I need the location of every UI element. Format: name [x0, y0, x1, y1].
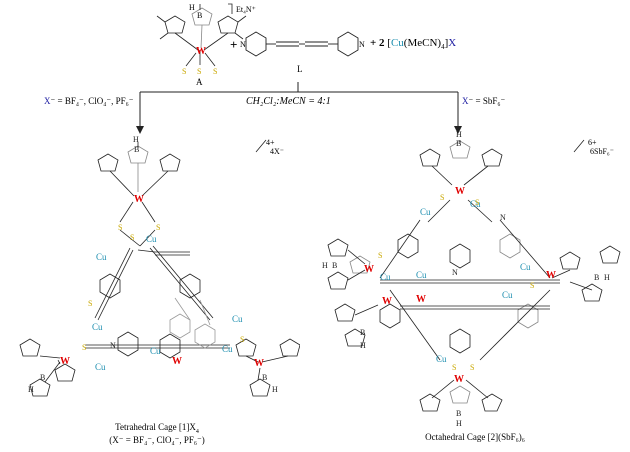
- atom-w: W: [254, 358, 264, 369]
- atom-w: W: [134, 194, 144, 205]
- atom-s: S: [440, 193, 444, 202]
- atom-n: N: [452, 268, 458, 277]
- atom-h: H: [604, 273, 610, 282]
- atom-h: H: [456, 419, 462, 428]
- atom-h: H: [322, 261, 328, 270]
- left-condition: X⁻ = BF₄⁻, ClO₄⁻, PF₆⁻: [44, 96, 134, 106]
- atom-b: B: [456, 139, 461, 148]
- atom-b: B: [360, 328, 365, 337]
- atom-s: S: [530, 281, 534, 290]
- atom-s: S: [470, 363, 474, 372]
- linker-label: L: [297, 64, 303, 74]
- atom-s: S: [182, 67, 186, 76]
- atom-s: S: [475, 198, 479, 207]
- atom-s: S: [240, 335, 244, 344]
- octahedral-cage-structure: W W W W W W Cu Cu Cu Cu Cu Cu Cu S S S S…: [322, 130, 621, 428]
- atom-cu: Cu: [150, 346, 161, 356]
- atom-b: B: [40, 373, 45, 382]
- left-counterion: 4X⁻: [270, 147, 284, 156]
- atom-w: W: [546, 270, 556, 281]
- atom-w: W: [382, 296, 392, 307]
- atom-w: W: [60, 356, 70, 367]
- linker-structure: [245, 31, 359, 57]
- left-charge: 4+: [266, 138, 275, 147]
- atom-s: S: [213, 67, 217, 76]
- right-counterion: 6SbF₆⁻: [590, 147, 614, 156]
- bracket: [228, 3, 233, 14]
- atom-cu: Cu: [380, 272, 391, 282]
- tetrahedral-cage-structure: W W W W Cu Cu Cu Cu Cu Cu Cu S S S S S S…: [19, 135, 300, 397]
- atom-n: N: [240, 40, 246, 49]
- atom-s: S: [88, 299, 92, 308]
- atom-cu: Cu: [95, 362, 106, 372]
- atom-w: W: [172, 356, 182, 367]
- atom-s: S: [378, 251, 382, 260]
- compound-a-label: A: [196, 77, 203, 87]
- atom-cu: Cu: [436, 354, 447, 364]
- atom-cu: Cu: [470, 199, 481, 209]
- left-caption: Tetrahedral Cage [1]X4 (X⁻ = BF₄⁻, ClO₄⁻…: [109, 422, 205, 445]
- atom-w: W: [455, 186, 465, 197]
- right-charge: 6+: [588, 138, 597, 147]
- atom-h: H: [272, 385, 278, 394]
- compound-a-structure: [156, 4, 247, 67]
- atom-h: H: [133, 135, 139, 144]
- atom-cu: Cu: [416, 270, 427, 280]
- atom-h: H: [189, 3, 195, 12]
- atom-cu: Cu: [520, 262, 531, 272]
- counterion-label: Et₄N⁺: [236, 5, 256, 14]
- atom-s: S: [197, 67, 201, 76]
- atom-b: B: [332, 261, 337, 270]
- atom-s: S: [452, 363, 456, 372]
- atom-n: N: [359, 40, 365, 49]
- right-condition: X⁻ = SbF₆⁻: [462, 96, 506, 106]
- plus-sign: +: [230, 37, 238, 52]
- atom-w: W: [454, 374, 464, 385]
- copper-reagent: + 2 [Cu(MeCN)4]X: [370, 37, 457, 52]
- atom-b: B: [456, 409, 461, 418]
- solvent-condition: CH₂Cl₂:MeCN = 4:1: [246, 96, 331, 107]
- atom-w: W: [364, 264, 374, 275]
- atom-s: S: [82, 343, 86, 352]
- atom-cu: Cu: [222, 344, 233, 354]
- atom-b: B: [197, 11, 202, 20]
- atom-s: S: [118, 223, 122, 232]
- atom-cu: Cu: [92, 322, 103, 332]
- atom-w: W: [196, 46, 206, 57]
- atom-n: N: [110, 341, 116, 350]
- atom-b: B: [262, 373, 267, 382]
- atom-b: B: [134, 145, 139, 154]
- atom-s: S: [156, 223, 160, 232]
- atom-h: H: [28, 385, 34, 394]
- atom-s: S: [130, 233, 134, 242]
- atom-cu: Cu: [502, 290, 513, 300]
- atom-n: N: [500, 213, 506, 222]
- atom-h: H: [360, 341, 366, 350]
- atom-cu: Cu: [96, 252, 107, 262]
- atom-b: B: [594, 273, 599, 282]
- atom-cu: Cu: [420, 207, 431, 217]
- right-caption: Octahedral Cage [2](SbF₆)₆: [425, 432, 525, 442]
- atom-w: W: [416, 294, 426, 305]
- atom-h: H: [456, 130, 462, 139]
- atom-cu: Cu: [146, 234, 157, 244]
- atom-cu: Cu: [232, 314, 243, 324]
